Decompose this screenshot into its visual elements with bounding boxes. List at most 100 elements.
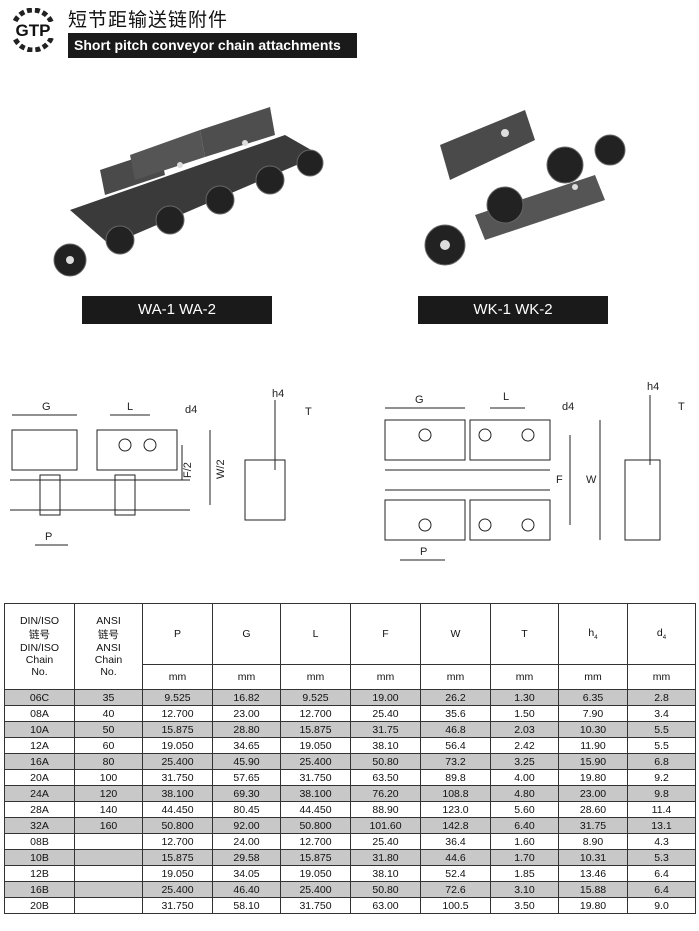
table-cell: 4.80 bbox=[490, 785, 559, 802]
table-cell: 76.20 bbox=[350, 785, 421, 802]
wa-dimension-drawing: G L d4 F/2 W/2 P h4 T bbox=[10, 388, 312, 546]
table-cell: 58.10 bbox=[212, 897, 281, 914]
unit-cell: mm bbox=[420, 664, 491, 690]
svg-text:h4: h4 bbox=[272, 388, 284, 400]
table-cell: 19.00 bbox=[350, 689, 421, 706]
table-cell: 10.31 bbox=[558, 849, 628, 866]
wk-dimension-drawing: G L d4 F W P h4 T bbox=[384, 381, 685, 561]
table-cell: 100.5 bbox=[420, 897, 491, 914]
table-cell: 38.100 bbox=[142, 785, 213, 802]
table-cell: 7.90 bbox=[558, 705, 628, 722]
table-cell: 11.4 bbox=[627, 801, 696, 818]
table-cell: 1.50 bbox=[490, 705, 559, 722]
table-cell: 12.700 bbox=[142, 833, 213, 850]
table-cell: 31.750 bbox=[142, 769, 213, 786]
table-cell: 4.00 bbox=[490, 769, 559, 786]
table-cell: 38.10 bbox=[350, 865, 421, 882]
table-cell: 3.50 bbox=[490, 897, 559, 914]
table-cell: 13.46 bbox=[558, 865, 628, 882]
table-cell: 50.80 bbox=[350, 881, 421, 898]
unit-cell: mm bbox=[350, 664, 421, 690]
table-cell: 140 bbox=[74, 801, 143, 818]
svg-text:G: G bbox=[415, 394, 424, 406]
table-cell: 1.60 bbox=[490, 833, 559, 850]
table-cell: 25.400 bbox=[142, 753, 213, 770]
table-cell: 31.75 bbox=[558, 817, 628, 834]
table-cell: 6.4 bbox=[627, 865, 696, 882]
gtp-logo: GTP bbox=[4, 8, 62, 52]
svg-text:L: L bbox=[503, 391, 509, 403]
header-f: F bbox=[350, 603, 421, 665]
table-cell: 73.2 bbox=[420, 753, 491, 770]
table-cell: 19.80 bbox=[558, 769, 628, 786]
table-cell: 19.050 bbox=[280, 737, 351, 754]
table-cell: 12B bbox=[4, 865, 75, 882]
table-cell: 6.8 bbox=[627, 753, 696, 770]
table-cell: 25.400 bbox=[280, 753, 351, 770]
table-cell: 40 bbox=[74, 705, 143, 722]
header-t: T bbox=[490, 603, 559, 665]
table-cell: 12.700 bbox=[280, 705, 351, 722]
header-g: G bbox=[212, 603, 281, 665]
table-cell: 44.450 bbox=[280, 801, 351, 818]
table-cell: 24A bbox=[4, 785, 75, 802]
table-cell: 10A bbox=[4, 721, 75, 738]
table-cell: 2.03 bbox=[490, 721, 559, 738]
table-cell: 20B bbox=[4, 897, 75, 914]
table-cell: 9.525 bbox=[280, 689, 351, 706]
table-cell: 16A bbox=[4, 753, 75, 770]
table-cell: 63.00 bbox=[350, 897, 421, 914]
table-cell: 52.4 bbox=[420, 865, 491, 882]
table-cell: 31.75 bbox=[350, 721, 421, 738]
table-cell: 26.2 bbox=[420, 689, 491, 706]
table-cell bbox=[74, 897, 143, 914]
table-cell: 6.40 bbox=[490, 817, 559, 834]
table-cell: 15.875 bbox=[280, 721, 351, 738]
table-cell: 108.8 bbox=[420, 785, 491, 802]
table-cell: 50.80 bbox=[350, 753, 421, 770]
table-cell: 35.6 bbox=[420, 705, 491, 722]
table-cell: 34.05 bbox=[212, 865, 281, 882]
title-chinese: 短节距输送链附件 bbox=[68, 10, 229, 31]
table-cell: 72.6 bbox=[420, 881, 491, 898]
header-p: P bbox=[142, 603, 213, 665]
table-cell: 46.8 bbox=[420, 721, 491, 738]
table-cell: 19.80 bbox=[558, 897, 628, 914]
wk-label: WK-1 WK-2 bbox=[418, 296, 608, 324]
table-cell: 89.8 bbox=[420, 769, 491, 786]
table-cell: 9.8 bbox=[627, 785, 696, 802]
table-cell: 6.4 bbox=[627, 881, 696, 898]
table-cell: 3.10 bbox=[490, 881, 559, 898]
table-cell: 19.050 bbox=[280, 865, 351, 882]
wk-chain-photo bbox=[424, 110, 626, 266]
table-cell: 38.100 bbox=[280, 785, 351, 802]
table-cell: 12.700 bbox=[280, 833, 351, 850]
table-cell: 3.25 bbox=[490, 753, 559, 770]
table-cell: 28A bbox=[4, 801, 75, 818]
wa-chain-photo bbox=[53, 107, 324, 277]
table-cell: 15.875 bbox=[280, 849, 351, 866]
header-w: W bbox=[420, 603, 491, 665]
table-cell: 36.4 bbox=[420, 833, 491, 850]
svg-text:F/2: F/2 bbox=[182, 462, 194, 478]
table-cell: 57.65 bbox=[212, 769, 281, 786]
table-cell: 9.0 bbox=[627, 897, 696, 914]
table-cell: 60 bbox=[74, 737, 143, 754]
svg-text:T: T bbox=[305, 406, 312, 418]
table-cell: 28.60 bbox=[558, 801, 628, 818]
svg-text:h4: h4 bbox=[647, 381, 659, 393]
header-l: L bbox=[280, 603, 351, 665]
table-cell: 5.3 bbox=[627, 849, 696, 866]
table-cell: 24.00 bbox=[212, 833, 281, 850]
table-cell: 15.90 bbox=[558, 753, 628, 770]
table-cell: 15.875 bbox=[142, 721, 213, 738]
